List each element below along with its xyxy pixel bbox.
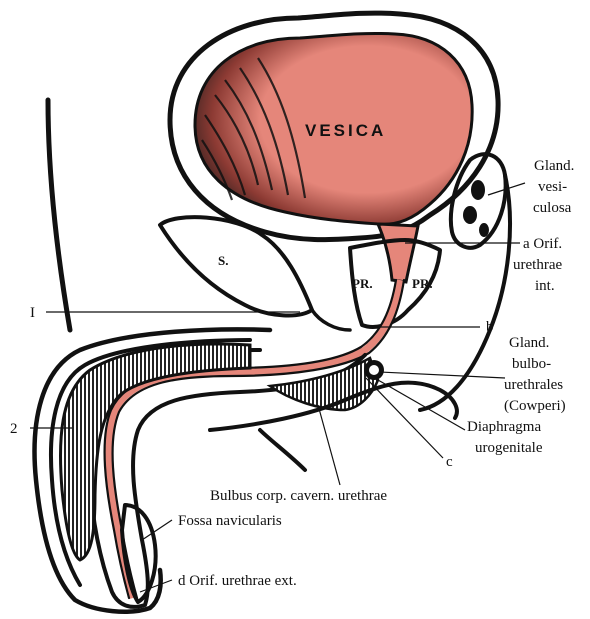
bulbourethral-gland: [364, 360, 384, 380]
gland-bulbo-line-4: (Cowperi): [504, 398, 566, 414]
gland-bulbo-line-1: Gland.: [509, 335, 549, 351]
diaphragma-line-1: Diaphragma: [467, 419, 541, 435]
prostate-label-left: PR.: [352, 276, 373, 291]
orif-int-line-2: urethrae: [513, 257, 562, 273]
symphysis-label: S.: [218, 253, 228, 268]
gland-bulbo-line-2: bulbo-: [512, 356, 551, 372]
label-c: c: [446, 454, 453, 470]
symphysis-shape: [160, 217, 312, 315]
label-b: b: [486, 319, 494, 335]
gland-vesiculosa-line-1: Gland.: [534, 158, 574, 174]
marker-two: 2: [10, 421, 18, 437]
label-diaphragma: Diaphragma urogenitale: [467, 419, 543, 456]
label-orif-int: a Orif. urethrae int.: [513, 236, 562, 294]
orif-int-line-1: a Orif.: [523, 236, 562, 252]
perineal-line: [260, 430, 305, 470]
bladder-neck: [378, 224, 418, 282]
label-gland-bulbo: Gland. bulbo- urethrales (Cowperi): [504, 335, 566, 414]
abdominal-wall-line: [48, 100, 70, 330]
pubic-ligament: [312, 310, 350, 330]
label-orif-ext: d Orif. urethrae ext.: [178, 573, 297, 589]
marker-one: I: [30, 305, 35, 321]
vesica-label: VESICA: [305, 121, 386, 140]
gland-bulbo-line-3: urethrales: [504, 377, 563, 393]
seminal-vesicle-folds: [464, 181, 488, 236]
gland-vesiculosa-line-3: culosa: [533, 200, 572, 216]
label-bulbus: Bulbus corp. cavern. urethrae: [210, 488, 387, 504]
diaphragma-line-2: urogenitale: [475, 440, 543, 456]
gland-vesiculosa-line-2: vesi-: [538, 179, 567, 195]
label-fossa: Fossa navicularis: [178, 513, 282, 529]
label-gland-vesiculosa: Gland. vesi- culosa: [533, 158, 574, 216]
orif-int-line-3: int.: [535, 278, 555, 294]
prostate-label-right: PR.: [412, 276, 433, 291]
